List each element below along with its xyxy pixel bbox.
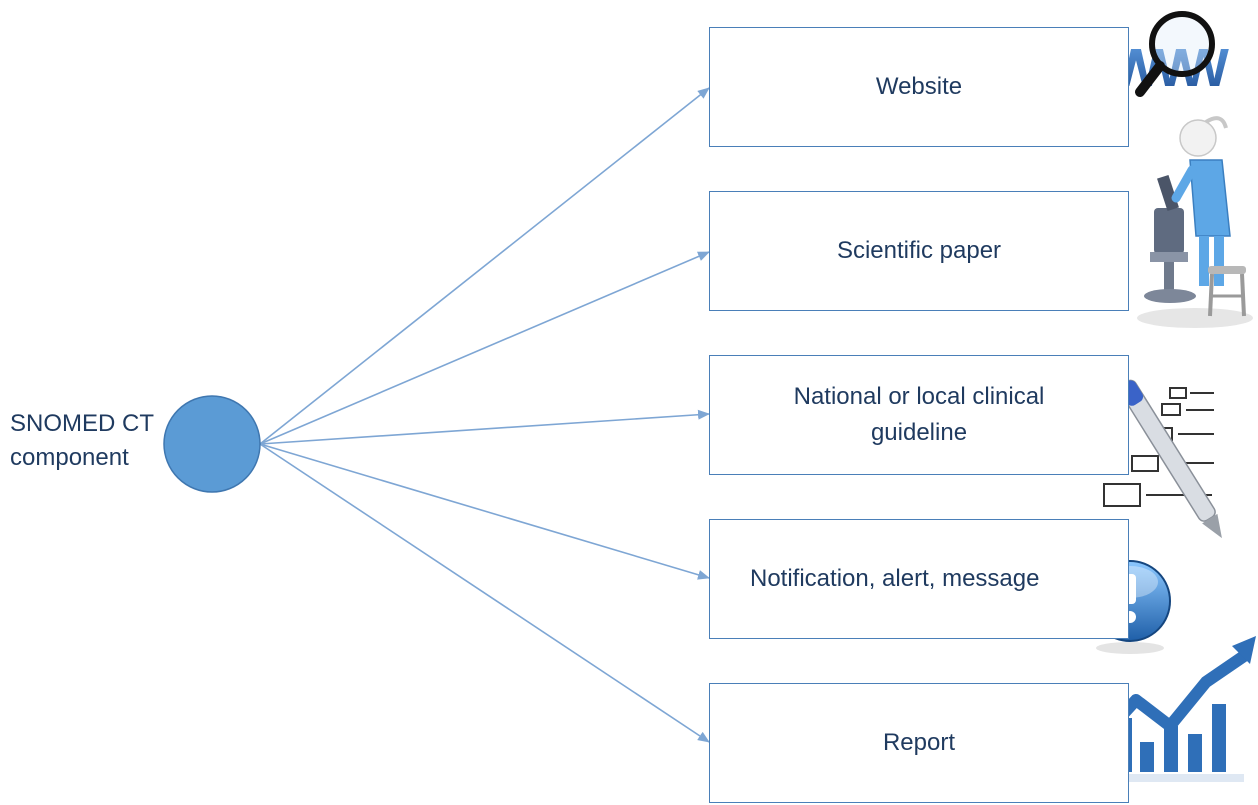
target-box-guideline: National or local clinical guideline (709, 355, 1129, 475)
arrow-to-report (259, 443, 710, 743)
source-node-circle (163, 395, 261, 493)
target-box-report: Report (709, 683, 1129, 803)
target-label-guideline: National or local clinical guideline (793, 383, 1045, 446)
target-label-website: Website (875, 73, 963, 100)
scientist-microscope-icon (1137, 116, 1253, 328)
arrow-to-guideline (259, 409, 710, 445)
arrow-to-scientific-paper (259, 251, 710, 445)
target-label-scientific-paper: Scientific paper (836, 237, 1002, 264)
checklist-pen-icon (1103, 379, 1222, 539)
arrow-to-website (259, 87, 710, 445)
target-box-notification: Notification, alert, message (709, 519, 1129, 639)
target-label-notification: Notification, alert, message (750, 565, 1040, 592)
source-label: SNOMED CT component (10, 410, 154, 471)
target-label-report: Report (882, 729, 956, 756)
target-box-scientific-paper: Scientific paper (709, 191, 1129, 311)
target-box-website: Website (709, 27, 1129, 147)
connector-arrows (259, 87, 710, 743)
arrow-to-notification (259, 443, 710, 580)
